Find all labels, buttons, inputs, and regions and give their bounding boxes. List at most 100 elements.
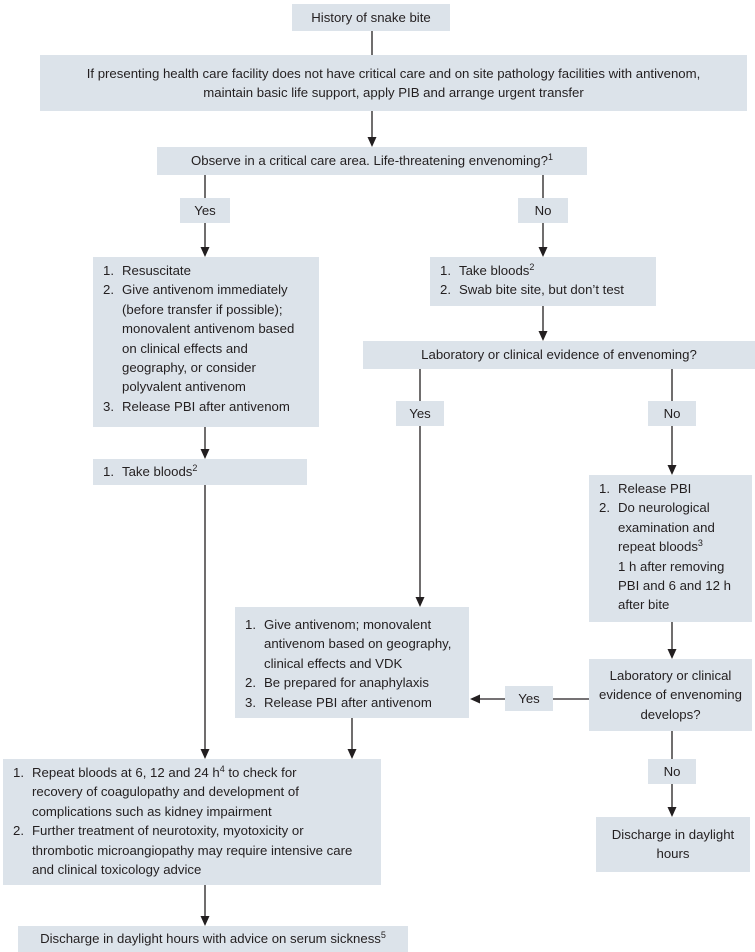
step-text: polyvalent antivenom (122, 379, 246, 395)
release-pbi-step-1: 1. Release PBI (599, 479, 752, 498)
give-antivenom-step-3: 3. Release PBI after antivenom (245, 693, 469, 712)
discharge-final-text: Discharge in daylight hours with advice … (40, 931, 381, 946)
step-number: 1. (103, 263, 114, 278)
step-number: 1. (245, 617, 256, 632)
yes-develops-text: Yes (518, 691, 540, 706)
step-text: clinical effects and VDK (264, 655, 403, 671)
step-text: on clinical effects and (122, 340, 248, 356)
lab-evidence-develops-box: Laboratory or clinical evidence of enven… (589, 659, 752, 731)
step-text: Release PBI after antivenom (122, 398, 290, 414)
step-number: 3. (245, 694, 256, 710)
step-number: 1. (103, 464, 114, 479)
resuscitate-step-2: 2. Give antivenom immediately (before tr… (103, 280, 319, 396)
take-bloods-swab-list: 1. Take bloods2 2. Swab bite site, but d… (440, 261, 656, 300)
step-number: 1. (599, 481, 610, 496)
history-text: History of snake bite (311, 10, 431, 25)
take-bloods-swab-box: 1. Take bloods2 2. Swab bite site, but d… (430, 257, 656, 306)
step-text: Release PBI (618, 481, 692, 496)
yes-life-threatening-label: Yes (180, 198, 230, 223)
no-to-take-bloods-arrow-arrowhead (538, 247, 548, 257)
lab-evidence-text: Laboratory or clinical evidence of enven… (421, 347, 697, 362)
step-text: Take bloods (459, 263, 530, 278)
footnote: 2 (192, 463, 198, 473)
step-number: 3. (103, 398, 114, 414)
repeat-bloods-step-2: 2. Further treatment of neurotoxity, myo… (13, 821, 381, 879)
no-right-text: No (534, 203, 552, 218)
discharge-serum-sickness-box: Discharge in daylight hours with advice … (18, 926, 408, 952)
step-text: Do neurological (618, 500, 710, 516)
step-text: Take bloods (122, 464, 193, 479)
take-bloods-step: 1. Take bloods2 (440, 261, 656, 280)
step-text: monovalent antivenom based (122, 321, 295, 337)
no-life-threatening-label: No (518, 198, 568, 223)
take-bloods-left-list: 1. Take bloods2 (103, 462, 307, 481)
step-text: antivenom based on geography, (264, 636, 452, 652)
take-bloods-to-lab-evidence-arrow-arrowhead (538, 331, 548, 341)
observe-question-box: Observe in a critical care area. Life-th… (157, 147, 587, 175)
step-text: examination and (618, 519, 715, 535)
yes-to-give-antivenom-arrowhead (470, 694, 480, 704)
resuscitate-list: 1. Resuscitate 2. Give antivenom immedia… (103, 261, 319, 416)
step-text: Resuscitate (122, 263, 191, 278)
observe-text: Observe in a critical care area. Life-th… (190, 153, 548, 168)
resuscitate-to-take-bloods-arrow-arrowhead (200, 449, 210, 459)
yes-left-text: Yes (194, 203, 216, 218)
yes-to-give-antivenom-arrow-arrowhead (415, 597, 425, 607)
give-antivenom-to-repeat-bloods-arrow-arrowhead (347, 749, 357, 759)
step-text: Release PBI after antivenom (264, 694, 432, 710)
facility-transfer-box: If presenting health care facility does … (40, 55, 747, 111)
footnote: 4 (219, 764, 225, 774)
resuscitate-step-3: 3. Release PBI after antivenom (103, 397, 319, 416)
no-develops-label: No (648, 759, 696, 784)
step-text: repeat bloods (618, 539, 698, 555)
step-text: recovery of coagulopathy and development… (32, 784, 299, 800)
yes-lab-evidence-label: Yes (396, 401, 444, 426)
repeat-bloods-step-1: 1. Repeat bloods at 6, 12 and 24 h4 to c… (13, 763, 381, 821)
step-text: Give antivenom; monovalent (264, 617, 432, 632)
step-text: after bite (618, 597, 670, 613)
discharge-right-line-1: Discharge in daylight (611, 827, 735, 842)
facility-to-observe-arrow-arrowhead (367, 137, 377, 147)
release-pbi-step-2: 2. Do neurological examination and repea… (599, 498, 752, 556)
step-number: 1. (13, 765, 24, 780)
step-text: (before transfer if possible); (122, 301, 283, 317)
lab-develops-line-2: evidence of envenoming (599, 687, 742, 703)
no-mid-text: No (663, 406, 681, 421)
release-pbi-step-2-continued: 1 h after removing PBI and 6 and 12 h af… (599, 557, 752, 615)
step-text: and clinical toxicology advice (32, 862, 202, 878)
observe-footnote: 1 (547, 152, 553, 162)
take-bloods-to-repeat-bloods-arrow-arrowhead (200, 749, 210, 759)
footnote: 3 (697, 538, 703, 549)
yes-to-resuscitate-arrow-arrowhead (200, 247, 210, 257)
step-text: to check for (224, 765, 297, 780)
repeat-bloods-to-discharge-arrow-arrowhead (200, 916, 210, 926)
step-number: 1. (440, 263, 451, 278)
give-antivenom-step-2: 2. Be prepared for anaphylaxis (245, 673, 469, 692)
step-text: Further treatment of neurotoxity, myotox… (32, 823, 304, 839)
discharge-daylight-box: Discharge in daylight hours (596, 817, 750, 872)
lab-develops-line-1: Laboratory or clinical (609, 668, 732, 683)
no-develops-text: No (663, 764, 681, 779)
take-bloods-left-step: 1. Take bloods2 (103, 462, 307, 481)
facility-text-line-1: If presenting health care facility does … (86, 66, 701, 81)
lab-develops-line-3: develops? (640, 706, 701, 722)
give-antivenom-list: 1. Give antivenom; monovalent antivenom … (245, 615, 469, 712)
release-pbi-to-lab-develops-arrow-arrowhead (667, 649, 677, 659)
step-number: 2. (599, 500, 610, 516)
step-number: 2. (245, 675, 256, 691)
resuscitate-step-1: 1. Resuscitate (103, 261, 319, 280)
step-text: Give antivenom immediately (122, 282, 288, 298)
no-to-discharge-arrow-arrowhead (667, 807, 677, 817)
step-number: 2. (103, 282, 114, 298)
discharge-right-line-2: hours (656, 846, 690, 862)
no-to-release-pbi-arrow-arrowhead (667, 465, 677, 475)
step-text: complications such as kidney impairment (32, 803, 272, 819)
lab-evidence-question-box: Laboratory or clinical evidence of enven… (363, 341, 755, 369)
step-number: 2. (440, 282, 451, 298)
no-lab-evidence-label: No (648, 401, 696, 426)
release-pbi-neuro-box: 1. Release PBI 2. Do neurological examin… (589, 475, 752, 622)
step-text: Swab bite site, but don’t test (459, 282, 624, 298)
release-pbi-list: 1. Release PBI 2. Do neurological examin… (599, 479, 752, 615)
facility-text-line-2: maintain basic life support, apply PIB a… (203, 85, 584, 101)
